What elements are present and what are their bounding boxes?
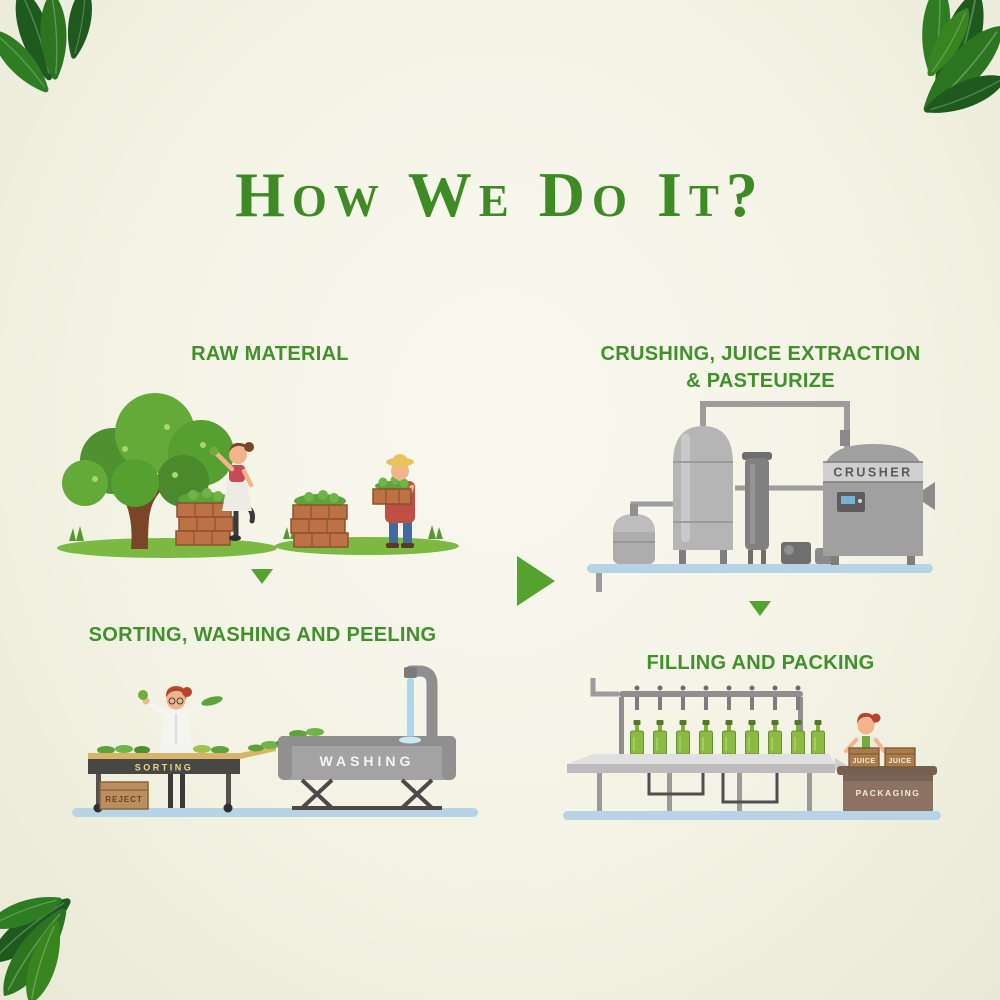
grass <box>57 525 459 558</box>
crusher-sign: CRUSHER <box>833 466 912 480</box>
buffer-tank <box>613 504 655 564</box>
leaf-decoration-bottom-left <box>0 886 81 1000</box>
washing-machine: WASHING <box>278 665 456 810</box>
packaging-machine: PACKAGING <box>837 766 937 811</box>
sorting-label: SORTING, WASHING AND PEELING <box>88 624 437 646</box>
filling-manifold <box>619 685 803 755</box>
floor-bar <box>72 808 478 817</box>
extraction-tank <box>673 426 733 564</box>
crushing-label: CRUSHING, JUICE EXTRACTION & PASTEURIZE <box>578 341 943 395</box>
bottling-conveyor <box>567 754 855 811</box>
flow-arrow-down-2 <box>749 601 771 616</box>
page-title: How We Do It? <box>235 159 765 230</box>
leaf-icon <box>61 0 98 62</box>
floor-bar <box>563 811 941 820</box>
filter-column <box>742 452 772 564</box>
filling-packing-illustration: PACKAGING JUICE JUICE <box>563 678 941 820</box>
farmer-woman <box>209 442 255 541</box>
crate-stack-right <box>290 490 349 548</box>
pipes <box>630 401 850 520</box>
sorting-sign: SORTING <box>135 763 194 773</box>
juice-boxes: JUICE JUICE <box>848 747 916 768</box>
raw-material-illustration <box>57 393 459 558</box>
packaging-sign: PACKAGING <box>856 788 921 798</box>
flow-arrow-down-1 <box>251 569 273 584</box>
reject-sign: REJECT <box>105 795 143 804</box>
farmer-man <box>372 454 415 548</box>
sorting-washing-illustration: SORTING REJECT WASHING <box>72 665 478 817</box>
flow-arrow-right <box>517 556 555 606</box>
leaf-decoration-top-left <box>0 0 98 101</box>
juice-box-label-2: JUICE <box>888 758 911 765</box>
sorting-conveyor: SORTING <box>88 745 276 813</box>
bottle-row <box>629 719 826 755</box>
pump-units <box>781 542 837 564</box>
washing-sign: WASHING <box>320 753 415 769</box>
tree <box>62 393 234 549</box>
reject-box: REJECT <box>99 781 149 810</box>
filling-label: FILLING AND PACKING <box>646 652 875 674</box>
crushing-illustration: CRUSHER <box>587 401 935 592</box>
leaf-decoration-top-right <box>911 0 1000 125</box>
sorting-worker <box>138 686 223 808</box>
crushing-label-line1: CRUSHING, JUICE EXTRACTION <box>600 343 921 365</box>
feed-pipe <box>590 678 619 697</box>
raw-material-label: RAW MATERIAL <box>191 343 349 365</box>
crushing-label-line2: & PASTEURIZE <box>686 370 835 392</box>
juice-box-label-1: JUICE <box>852 758 875 765</box>
crusher-machine: CRUSHER <box>823 430 935 565</box>
platform-bar <box>587 564 933 573</box>
crate-stack-left <box>175 488 234 546</box>
